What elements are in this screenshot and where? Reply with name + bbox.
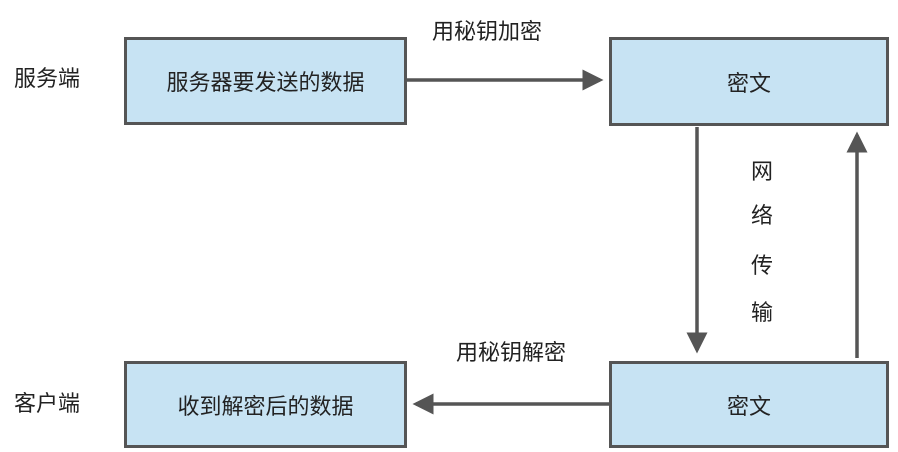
client-side-label: 客户端 [14, 392, 81, 417]
network-label-char-1: 网 [750, 160, 773, 185]
ciphertext-bottom-text: 密文 [726, 394, 771, 420]
network-label-char-2: 络 [750, 204, 773, 229]
encrypt-label: 用秘钥加密 [432, 20, 543, 45]
server-side-label: 服务端 [14, 67, 81, 92]
network-label-char-3: 传 [750, 254, 773, 279]
client-data-text: 收到解密后的数据 [177, 394, 354, 420]
ciphertext-top-text: 密文 [726, 71, 771, 97]
client-data-box: 收到解密后的数据 [124, 361, 407, 448]
server-data-box: 服务器要发送的数据 [124, 37, 407, 125]
server-data-text: 服务器要发送的数据 [166, 71, 365, 96]
ciphertext-bottom-box: 密文 [609, 361, 889, 448]
decrypt-label: 用秘钥解密 [456, 341, 567, 366]
ciphertext-top-box: 密文 [609, 37, 889, 126]
network-label-char-4: 输 [750, 301, 773, 326]
